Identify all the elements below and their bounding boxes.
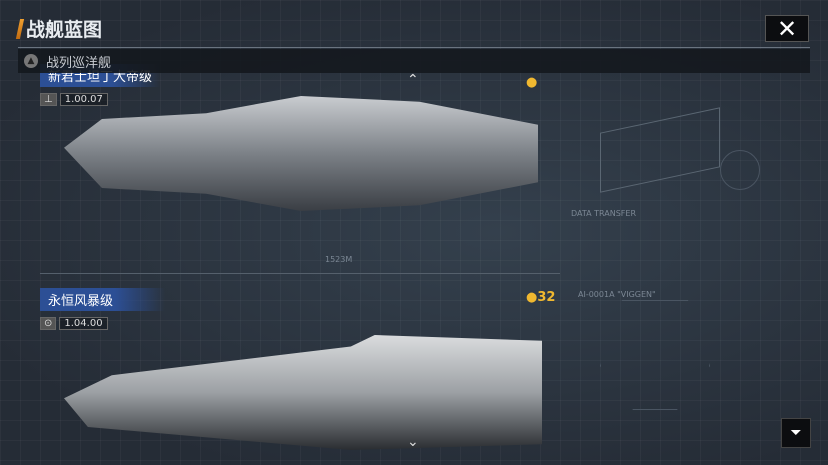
divider	[18, 47, 810, 48]
blueprint-drawing-2	[600, 300, 710, 410]
chevron-up-icon: ▲	[24, 54, 38, 68]
blueprint-drawing	[600, 107, 720, 193]
coin-icon: ●	[526, 75, 538, 90]
filter-icon: ⏷	[790, 425, 802, 441]
divider	[40, 273, 560, 274]
ship-image-1[interactable]	[64, 96, 538, 211]
version-text: 1.04.00	[59, 317, 108, 330]
ship-class-icon: ⊥	[40, 93, 57, 106]
cost-badge: ●	[526, 75, 537, 90]
ship-card-2[interactable]: 永恒风暴级 ⊙1.04.00	[40, 288, 165, 330]
title-text: 战舰蓝图	[26, 19, 103, 41]
close-icon: ✕	[776, 14, 798, 43]
coin-icon: ●	[526, 290, 538, 305]
scroll-down-button[interactable]: ⌄	[407, 434, 419, 450]
cost-value: 32	[537, 290, 556, 305]
ship-image-2[interactable]	[64, 335, 542, 450]
version-badge: ⊙1.04.00	[40, 317, 165, 330]
model-label: AI-0001A "VIGGEN"	[578, 290, 656, 299]
ship-class-icon: ⊙	[40, 317, 57, 330]
page-title: 战舰蓝图	[15, 15, 103, 42]
category-label: 战列巡洋舰	[46, 55, 112, 71]
data-transfer-label: DATA TRANSFER	[571, 209, 637, 218]
version-text: 1.00.07	[59, 93, 108, 106]
close-button[interactable]: ✕	[765, 14, 809, 43]
length-label: 1523M	[325, 255, 353, 264]
ship-name: 永恒风暴级	[40, 288, 165, 311]
category-dropdown[interactable]: ▲ 战列巡洋舰	[18, 49, 810, 73]
cost-badge: ●32	[526, 290, 555, 305]
filter-button[interactable]: ⏷	[781, 418, 811, 448]
blueprint-circle	[720, 150, 760, 190]
scroll-up-button[interactable]: ⌃	[407, 72, 419, 88]
title-accent	[15, 18, 25, 39]
version-badge: ⊥1.00.07	[40, 93, 160, 106]
